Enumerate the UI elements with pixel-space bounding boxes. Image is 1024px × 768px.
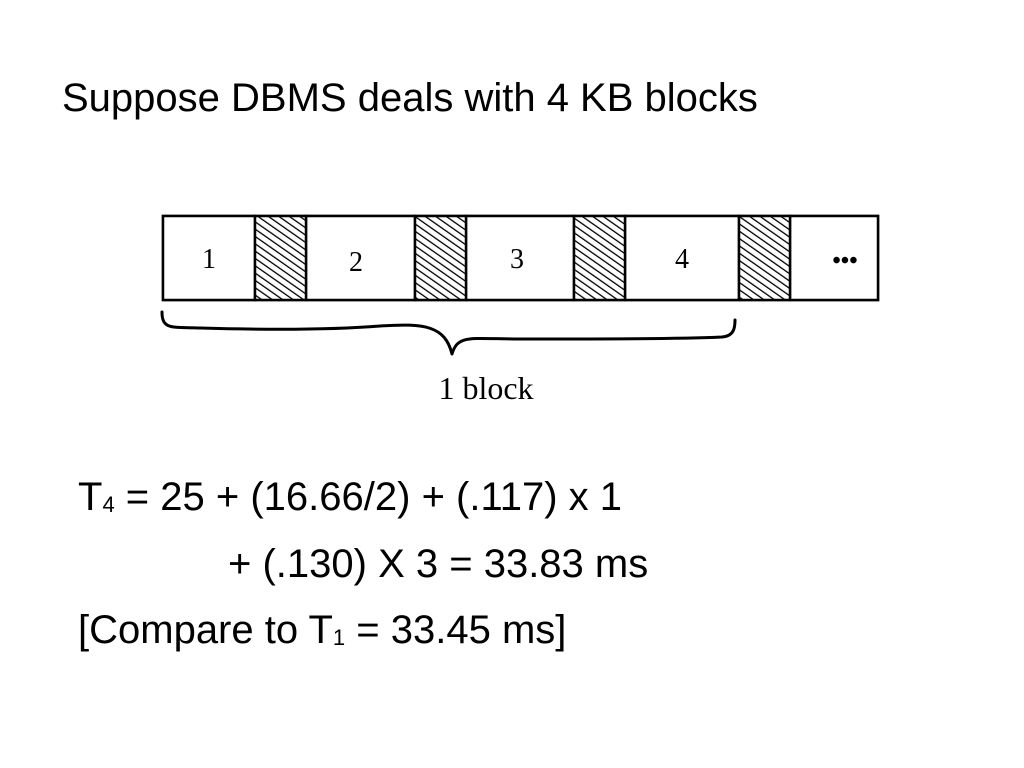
- comparison-value: = 33.45 ms]: [345, 608, 567, 652]
- formula-continuation: + (.130) X 3 = 33.83 ms: [228, 542, 649, 586]
- record-label-3: 3: [510, 244, 524, 275]
- record-cell: [623, 214, 741, 302]
- record-label-2: 2: [349, 247, 363, 278]
- formula-line-2: + (.130) X 3 = 33.83 ms: [228, 540, 648, 588]
- gap-cell: [253, 214, 308, 302]
- record-label-1: 1: [202, 244, 216, 275]
- record-cell: [304, 214, 417, 302]
- comparison-line: [Compare to T1 = 33.45 ms]: [78, 606, 566, 660]
- block-brace: [160, 310, 737, 356]
- comparison-subscript: 1: [332, 625, 346, 650]
- gap-cell: [737, 214, 792, 302]
- formula-expression: = 25 + (16.66/2) + (.117) x 1: [114, 475, 623, 519]
- formula-subscript: 4: [102, 492, 115, 517]
- record-cell: [161, 214, 257, 302]
- formula-symbol: T: [78, 475, 103, 519]
- record-label-4: 4: [675, 244, 689, 275]
- ellipsis-label: •••: [832, 248, 857, 274]
- record-cell: [464, 214, 576, 302]
- ellipsis-cell: [788, 214, 880, 302]
- brace-label: 1 block: [438, 370, 533, 406]
- slide-title: Suppose DBMS deals with 4 KB blocks: [62, 76, 758, 120]
- gap-cell: [413, 214, 468, 302]
- formula-line-1: T4 = 25 + (16.66/2) + (.117) x 1: [78, 473, 622, 527]
- gap-cell: [572, 214, 627, 302]
- comparison-prefix: [Compare to T: [78, 608, 333, 652]
